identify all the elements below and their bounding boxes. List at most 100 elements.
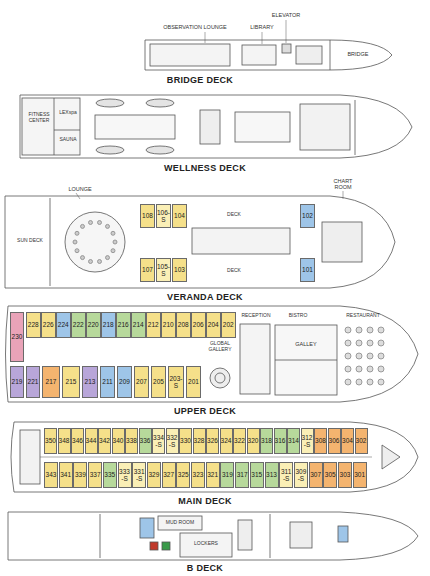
b-deck-art-part bbox=[8, 512, 418, 560]
cabin-box: 324 bbox=[220, 428, 233, 454]
cabin-box: 313 bbox=[265, 462, 279, 488]
cabin-box: 327 bbox=[162, 462, 176, 488]
cabin-number: 204 bbox=[208, 321, 219, 328]
wellness-deck-art-part bbox=[54, 130, 80, 131]
bridge-deck-art-part bbox=[242, 45, 276, 65]
restaurant-tables-part bbox=[378, 327, 384, 333]
main-deck-art-part bbox=[382, 445, 400, 469]
cabin-number: 210 bbox=[163, 321, 174, 328]
restaurant-tables-part bbox=[367, 327, 373, 333]
room-label: LOCKERS bbox=[184, 541, 228, 547]
cabin-box: 207 bbox=[134, 366, 149, 398]
cabin-number: 322 bbox=[234, 437, 245, 444]
cabin-number: 307 bbox=[310, 471, 321, 478]
cabin-number: 212 bbox=[148, 321, 159, 328]
restaurant-tables-part bbox=[356, 366, 362, 372]
restaurant-tables-part bbox=[378, 379, 384, 385]
lounge-seats-part bbox=[89, 221, 93, 225]
cabin-number: 326 bbox=[207, 437, 218, 444]
cabin-box: 216 bbox=[116, 312, 131, 338]
restaurant-tables-part bbox=[378, 366, 384, 372]
cabin-box: 330 bbox=[179, 428, 192, 454]
lounge-seats-part bbox=[75, 231, 79, 235]
cabin-number: 211 bbox=[102, 378, 112, 385]
cabin-number: 337 bbox=[90, 471, 101, 478]
b-deck-art-part bbox=[238, 520, 252, 550]
cabin-box: 350 bbox=[44, 428, 57, 454]
room-label: RESTAURANT bbox=[338, 313, 388, 319]
cabin-number: 208 bbox=[178, 321, 189, 328]
cabin-number: 205 bbox=[153, 378, 164, 385]
cabin-number: 333-S bbox=[119, 468, 131, 482]
restaurant-tables-part bbox=[367, 366, 373, 372]
cabin-box: 346 bbox=[71, 428, 84, 454]
main-deck-art-part bbox=[20, 457, 372, 458]
restaurant-tables-part bbox=[345, 340, 351, 346]
veranda-deck-art-part bbox=[50, 198, 51, 286]
wellness-deck-art-part bbox=[96, 146, 124, 154]
cabin-box: 322 bbox=[233, 428, 246, 454]
cabin-box: 336 bbox=[139, 428, 152, 454]
lounge-seats-part bbox=[111, 249, 115, 253]
cabin-box: 202 bbox=[221, 312, 236, 338]
cabin-number: 321 bbox=[207, 471, 218, 478]
restaurant-tables-part bbox=[378, 353, 384, 359]
room-label: LIBRARY bbox=[244, 24, 280, 30]
b-deck-art-part bbox=[150, 542, 158, 550]
cabin-number: 224 bbox=[58, 321, 69, 328]
cabin-number: 308 bbox=[315, 437, 326, 444]
cabin-box: 308 bbox=[314, 428, 327, 454]
lounge-seats-part bbox=[106, 224, 110, 228]
restaurant-tables-part bbox=[345, 366, 351, 372]
lounge-seats-part bbox=[73, 240, 77, 244]
veranda-deck-art-part bbox=[5, 196, 395, 288]
cabin-box: 101 bbox=[300, 258, 315, 282]
cabin-box: 341 bbox=[59, 462, 73, 488]
bridge-deck-art-part bbox=[296, 46, 322, 64]
cabin-number: 344 bbox=[86, 437, 97, 444]
upper-deck-art-part bbox=[215, 373, 225, 383]
cabin-box: 203-S bbox=[168, 366, 184, 398]
cabin-number: 218 bbox=[103, 321, 114, 328]
cabin-box: 314 bbox=[287, 428, 300, 454]
cabin-box: 211 bbox=[100, 366, 115, 398]
lounge-seats-part bbox=[106, 256, 110, 260]
cabin-box: 329 bbox=[147, 462, 161, 488]
room-label: BISTRO bbox=[280, 313, 316, 319]
restaurant-tables-part bbox=[345, 353, 351, 359]
cabin-number: 316 bbox=[275, 437, 286, 444]
cabin-box: 103 bbox=[172, 258, 187, 282]
cabin-box: 213 bbox=[82, 366, 98, 398]
cabin-box: 340 bbox=[112, 428, 125, 454]
restaurant-tables-part bbox=[367, 353, 373, 359]
cabin-number: 214 bbox=[133, 321, 144, 328]
cabin-box: 311-S bbox=[279, 462, 293, 488]
cabin-number: 301 bbox=[354, 471, 365, 478]
cabin-number: 302 bbox=[356, 437, 367, 444]
lounge-seats-part bbox=[98, 260, 102, 264]
room-label: RECEPTION bbox=[238, 313, 274, 319]
cabin-box: 206 bbox=[191, 312, 206, 338]
cabin-number: 323 bbox=[193, 471, 204, 478]
cabin-box: 342 bbox=[98, 428, 111, 454]
cabin-number: 106-S bbox=[157, 209, 170, 223]
deck-title: B DECK bbox=[130, 563, 280, 573]
cabin-number: 216 bbox=[118, 321, 129, 328]
cabin-box: 335 bbox=[103, 462, 117, 488]
upper-deck-art-part bbox=[275, 325, 337, 395]
cabin-number: 320 bbox=[248, 437, 259, 444]
cabin-box: 334-S bbox=[152, 428, 165, 454]
cabin-box: 107 bbox=[140, 258, 155, 282]
deck-title: BRIDGE DECK bbox=[130, 75, 270, 85]
cabin-box: 343 bbox=[44, 462, 58, 488]
room-label: SUN DECK bbox=[12, 238, 48, 244]
cabin-box: 328 bbox=[193, 428, 206, 454]
cabin-box: 323 bbox=[191, 462, 205, 488]
cabin-number: 207 bbox=[136, 378, 147, 385]
cabin-number: 228 bbox=[28, 321, 39, 328]
b-deck-art-part bbox=[162, 542, 170, 550]
veranda-deck-art-part bbox=[76, 193, 80, 199]
cabin-box: 325 bbox=[176, 462, 190, 488]
